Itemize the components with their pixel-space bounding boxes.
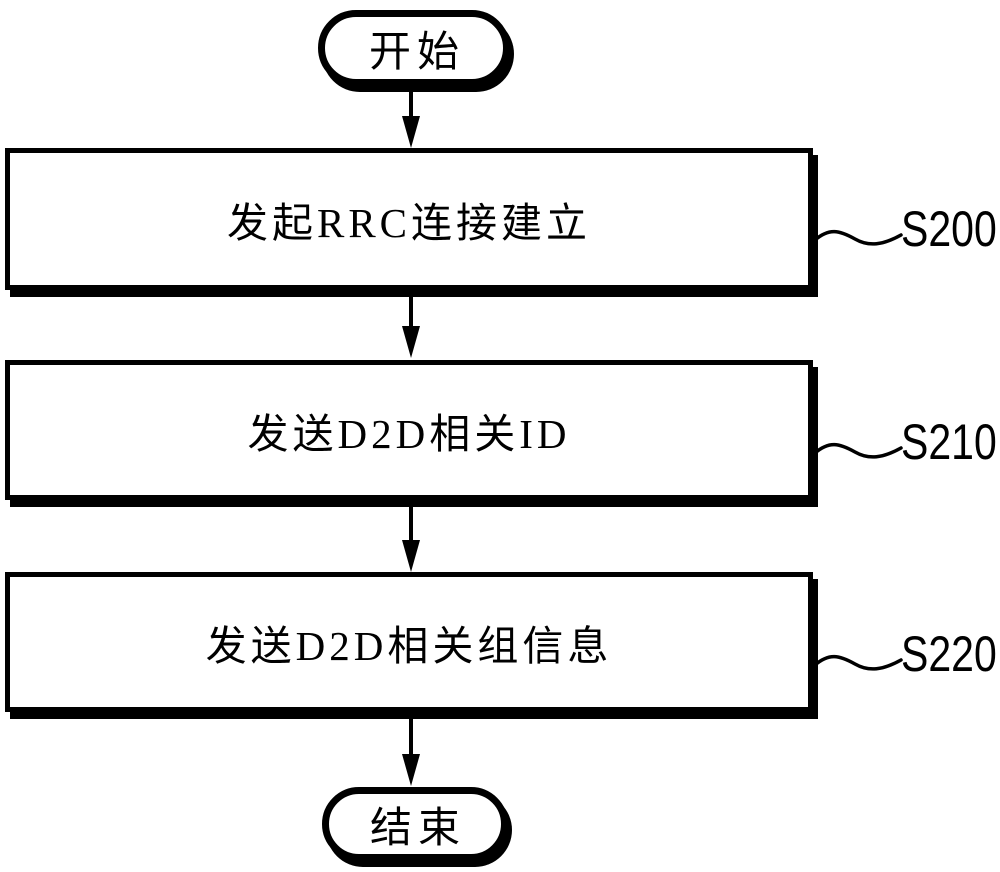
squiggle-connector-icon — [813, 442, 903, 459]
step1-ref: S200 — [813, 203, 1000, 263]
end-node-label: 结束 — [369, 805, 466, 852]
step3-ref: S220 — [813, 628, 1000, 688]
arrow-step3-to-end — [401, 714, 421, 786]
step1-ref-label: S200 — [901, 201, 997, 257]
step1-box: 发起RRC连接建立 — [5, 148, 813, 290]
arrow-down-icon — [402, 116, 420, 148]
arrow-down-icon — [402, 326, 420, 358]
arrow-shaft — [409, 290, 413, 332]
arrow-shaft — [409, 502, 413, 546]
step3-box: 发送D2D相关组信息 — [5, 572, 813, 712]
squiggle-connector-icon — [813, 229, 903, 246]
arrow-down-icon — [402, 540, 420, 572]
step2-ref-label: S210 — [901, 414, 997, 470]
arrow-shaft — [409, 714, 413, 760]
step3-text: 发送D2D相关组信息 — [205, 623, 613, 669]
arrow-step1-to-step2 — [401, 290, 421, 358]
step2-box: 发送D2D相关ID — [5, 360, 813, 500]
arrow-down-icon — [402, 754, 420, 786]
end-node: 结束 — [322, 787, 508, 861]
start-node: 开始 — [318, 10, 510, 86]
step2-ref: S210 — [813, 416, 1000, 476]
squiggle-connector-icon — [813, 654, 903, 671]
step2-text: 发送D2D相关ID — [247, 411, 571, 457]
arrow-step2-to-step3 — [401, 502, 421, 572]
start-node-label: 开始 — [368, 29, 465, 76]
arrow-start-to-step1 — [401, 84, 421, 148]
step1-text: 发起RRC连接建立 — [226, 200, 592, 246]
arrow-shaft — [409, 84, 413, 122]
step3-ref-label: S220 — [901, 626, 997, 682]
